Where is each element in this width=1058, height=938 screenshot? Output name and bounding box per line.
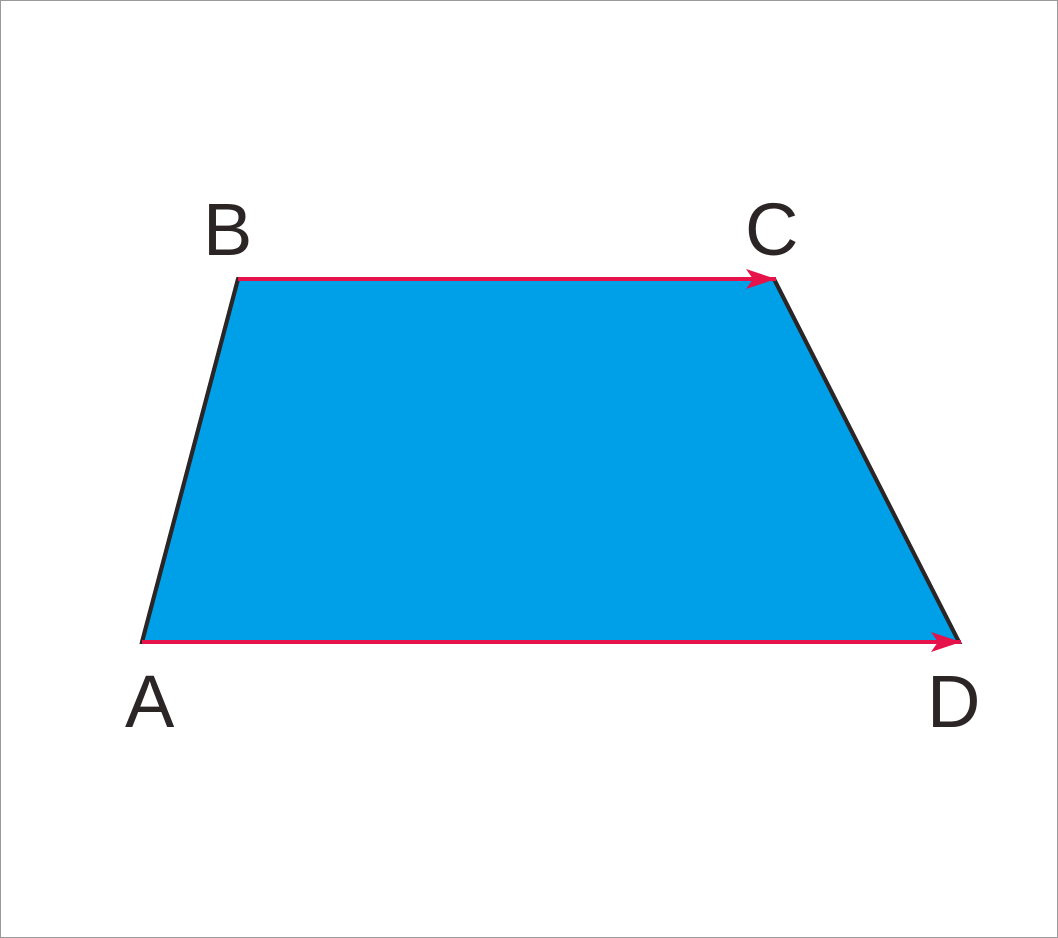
vertex-label-c: C bbox=[745, 188, 798, 271]
side-cd bbox=[772, 278, 961, 643]
vertex-label-d: D bbox=[927, 660, 980, 743]
vertex-label-a: A bbox=[125, 660, 175, 743]
side-ab bbox=[140, 278, 240, 643]
trapezoid-abcd bbox=[139, 277, 963, 644]
vertex-label-b: B bbox=[203, 188, 252, 271]
